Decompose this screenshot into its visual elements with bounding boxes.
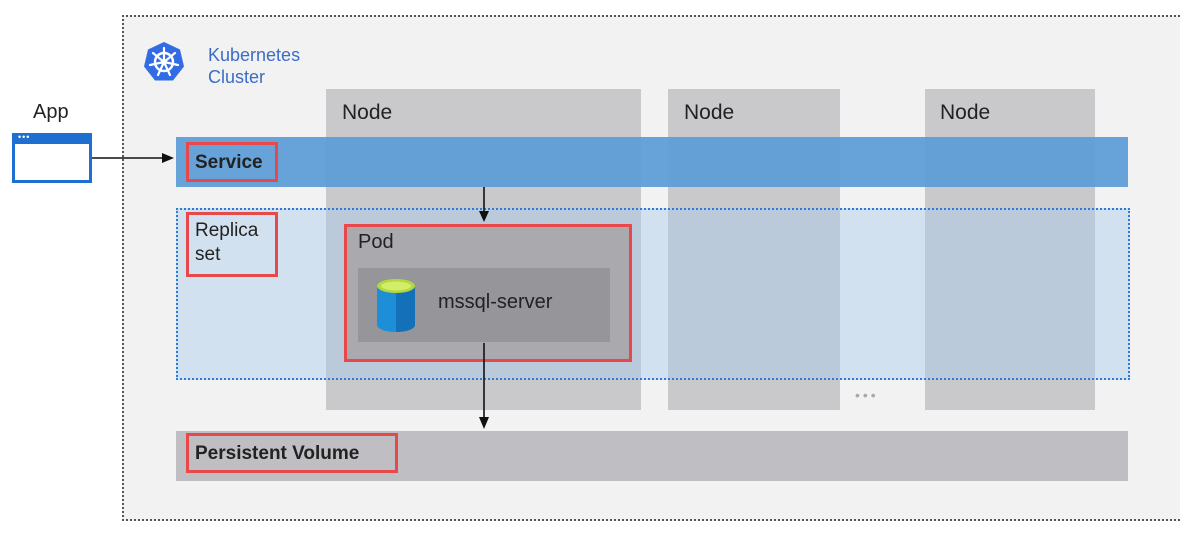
more-nodes-ellipsis: ••• xyxy=(855,387,879,403)
replica-set-label-line2: set xyxy=(195,244,221,265)
node-3-label: Node xyxy=(940,101,991,124)
database-icon xyxy=(377,279,415,332)
app-to-service-arrowhead xyxy=(162,153,174,163)
mssql-server-label: mssql-server xyxy=(438,291,553,313)
replica-set-area xyxy=(176,208,1130,380)
pod-label: Pod xyxy=(358,231,394,253)
node-1-label: Node xyxy=(342,101,393,124)
persistent-volume-label: Persistent Volume xyxy=(186,433,398,473)
pod-to-volume-arrowhead xyxy=(479,417,489,429)
app-label: App xyxy=(33,101,69,123)
service-bar xyxy=(176,137,1128,187)
service-label-text: Service xyxy=(195,152,263,173)
service-to-pod-arrowhead xyxy=(479,211,489,222)
persistent-volume-label-text: Persistent Volume xyxy=(195,443,360,464)
cluster-title-line1: Kubernetes xyxy=(208,45,301,65)
cluster-title-line2: Cluster xyxy=(208,67,266,87)
kubernetes-icon xyxy=(144,42,184,81)
service-label: Service xyxy=(186,142,278,182)
cluster-title: Kubernetes Cluster xyxy=(208,44,300,88)
replica-set-label-line1: Replica xyxy=(195,220,259,241)
browser-window-icon: ••• xyxy=(12,132,92,183)
replica-set-label: Replica set xyxy=(186,212,278,277)
node-2-label: Node xyxy=(684,101,735,124)
